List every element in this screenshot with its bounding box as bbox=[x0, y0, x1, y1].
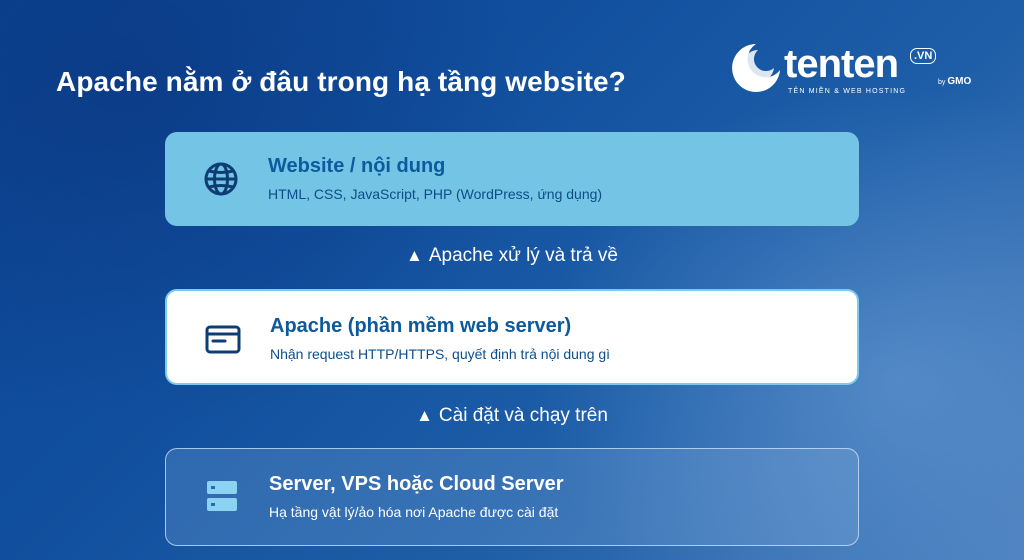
logo-wordmark: tenten bbox=[784, 42, 899, 86]
layer-title: Server, VPS hoặc Cloud Server bbox=[269, 473, 564, 495]
layer-description: HTML, CSS, JavaScript, PHP (WordPress, ứ… bbox=[268, 186, 603, 202]
browser-window-icon bbox=[203, 319, 243, 359]
layer-title: Website / nội dung bbox=[268, 155, 446, 177]
logo-domain-badge: .VN bbox=[910, 48, 937, 64]
layer-title: Apache (phần mềm web server) bbox=[270, 315, 572, 337]
up-arrow-icon: ▲ bbox=[416, 406, 433, 425]
logo-tagline: TÊN MIỀN & WEB HOSTING bbox=[788, 88, 907, 95]
layer-description: Hạ tầng vật lý/ảo hóa nơi Apache được cà… bbox=[269, 504, 559, 520]
page-title: Apache nằm ở đâu trong hạ tầng website? bbox=[56, 66, 626, 97]
up-arrow-icon: ▲ bbox=[406, 246, 423, 265]
tenten-swirl-icon bbox=[732, 44, 780, 92]
connector-label: ▲ Cài đặt và chạy trên bbox=[0, 405, 1024, 427]
layer-description: Nhận request HTTP/HTTPS, quyết định trả … bbox=[270, 346, 611, 362]
server-rack-icon bbox=[202, 476, 242, 516]
connector-label: ▲ Apache xử lý và trả về bbox=[0, 245, 1024, 267]
layer-card-apache: Apache (phần mềm web server) Nhận reques… bbox=[165, 289, 859, 385]
layer-card-website: Website / nội dung HTML, CSS, JavaScript… bbox=[165, 132, 859, 226]
connector-text: Cài đặt và chạy trên bbox=[438, 405, 608, 426]
globe-icon bbox=[201, 159, 241, 199]
connector-text: Apache xử lý và trả về bbox=[428, 245, 618, 266]
layer-card-server: Server, VPS hoặc Cloud Server Hạ tầng vậ… bbox=[165, 448, 859, 546]
